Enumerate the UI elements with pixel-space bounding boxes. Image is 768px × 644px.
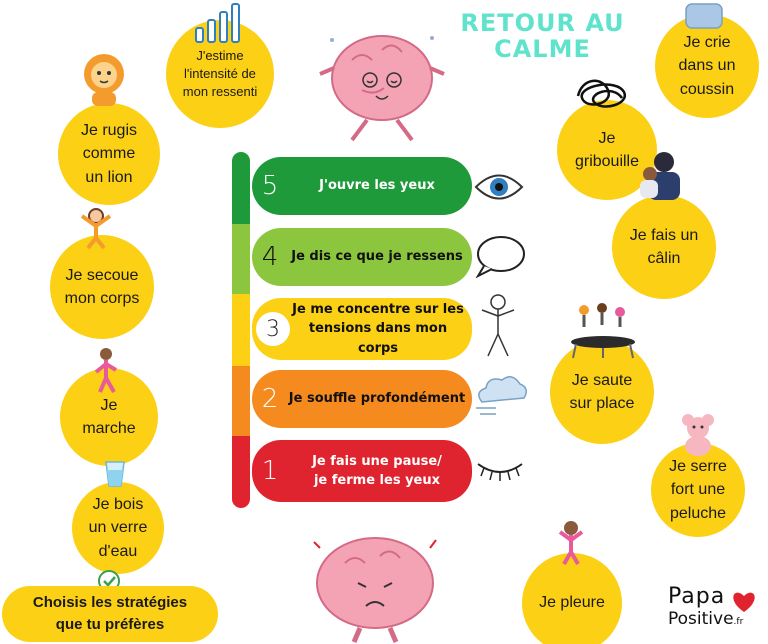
page-title: RETOUR AU CALME <box>460 9 625 63</box>
pillow-icon <box>685 3 723 29</box>
speech-bubble-icon <box>475 236 525 278</box>
hug-icon <box>640 152 680 200</box>
girl-jumping-icon <box>80 208 112 250</box>
scale-bar-yellow <box>232 294 250 366</box>
scale-bar-red <box>232 436 250 508</box>
strategy-label: Je serre fort une peluche <box>669 458 727 522</box>
step-number: 5 <box>261 171 279 201</box>
water-glass-icon <box>105 461 125 487</box>
step-5: 5 J'ouvre les yeux <box>252 157 472 215</box>
eye-icon <box>474 174 524 200</box>
lion-icon <box>84 54 124 106</box>
strategy-label: J'estime l'intensité de mon ressenti <box>182 47 258 100</box>
strategy-label: Je gribouille <box>574 129 640 170</box>
scale-bar-orange <box>232 366 250 436</box>
intensity-bars-icon <box>195 3 240 43</box>
step-1: 1 Je fais une pause/ je ferme les yeux <box>252 440 472 502</box>
sad-brain-icon <box>313 537 437 643</box>
stick-figure-icon <box>481 294 515 357</box>
strategy-scream-pillow: Je crie dans un coussin <box>655 14 759 118</box>
strategy-cry: Je pleure <box>522 553 622 644</box>
step-3: 3 Je me concentre sur les tensions dans … <box>252 298 472 360</box>
step-number: 1 <box>261 456 279 486</box>
scale-bar-lightgreen <box>232 224 250 294</box>
step-label: J'ouvre les yeux <box>319 178 435 194</box>
banner-label: Choisis les stratégies que tu préfères <box>32 594 188 633</box>
choose-strategies-banner: Choisis les stratégies que tu préfères <box>2 586 218 642</box>
brand-logo: Papa Positive.fr <box>668 584 763 629</box>
strategy-scribble: Je gribouille <box>557 100 657 200</box>
strategy-label: Je bois un verre d'eau <box>88 496 148 560</box>
step-label: Je fais une pause/ je ferme les yeux <box>312 453 442 489</box>
step-number: 4 <box>261 242 279 272</box>
girl-walking-icon <box>94 348 118 393</box>
step-label: Je souffle profondément <box>288 391 466 407</box>
heart-icon <box>733 592 755 612</box>
strategy-shake-body: Je secoue mon corps <box>50 235 154 339</box>
scribble-icon <box>576 79 626 108</box>
brand-line2: Positive <box>668 609 734 629</box>
strategy-hug: Je fais un câlin <box>612 195 716 299</box>
step-4: 4 Je dis ce que je ressens <box>252 228 472 286</box>
strategy-roar-lion: Je rugis comme un lion <box>58 103 160 205</box>
strategy-label: Je secoue mon corps <box>64 266 140 307</box>
trampoline-icon <box>571 303 635 359</box>
step-label: Je dis ce que je ressens <box>291 249 463 265</box>
strategy-squeeze-plush: Je serre fort une peluche <box>651 443 745 537</box>
closed-eye-icon <box>477 463 523 481</box>
teddy-bear-icon <box>682 414 714 456</box>
step-number: 2 <box>261 384 279 414</box>
strategy-label: Je fais un câlin <box>629 226 699 267</box>
strategy-label: Je saute sur place <box>569 371 635 412</box>
step-2: 2 Je souffle profondément <box>252 370 472 428</box>
brand-suffix: .fr <box>733 617 744 627</box>
crying-child-icon <box>558 521 584 566</box>
strategy-label: Je marche <box>82 396 136 437</box>
wind-cloud-icon <box>476 376 527 415</box>
scale-bar-green <box>232 152 250 224</box>
happy-brain-icon <box>319 35 445 142</box>
step-label: Je me concentre sur les tensions dans mo… <box>292 301 464 356</box>
strategy-label: Je pleure <box>539 594 605 612</box>
strategy-label: Je rugis comme un lion <box>80 122 138 186</box>
strategy-label: Je crie dans un coussin <box>678 34 736 98</box>
step-number: 3 <box>256 312 290 346</box>
strategy-drink-water: Je bois un verre d'eau <box>72 482 164 574</box>
brand-line1: Papa <box>668 584 726 609</box>
